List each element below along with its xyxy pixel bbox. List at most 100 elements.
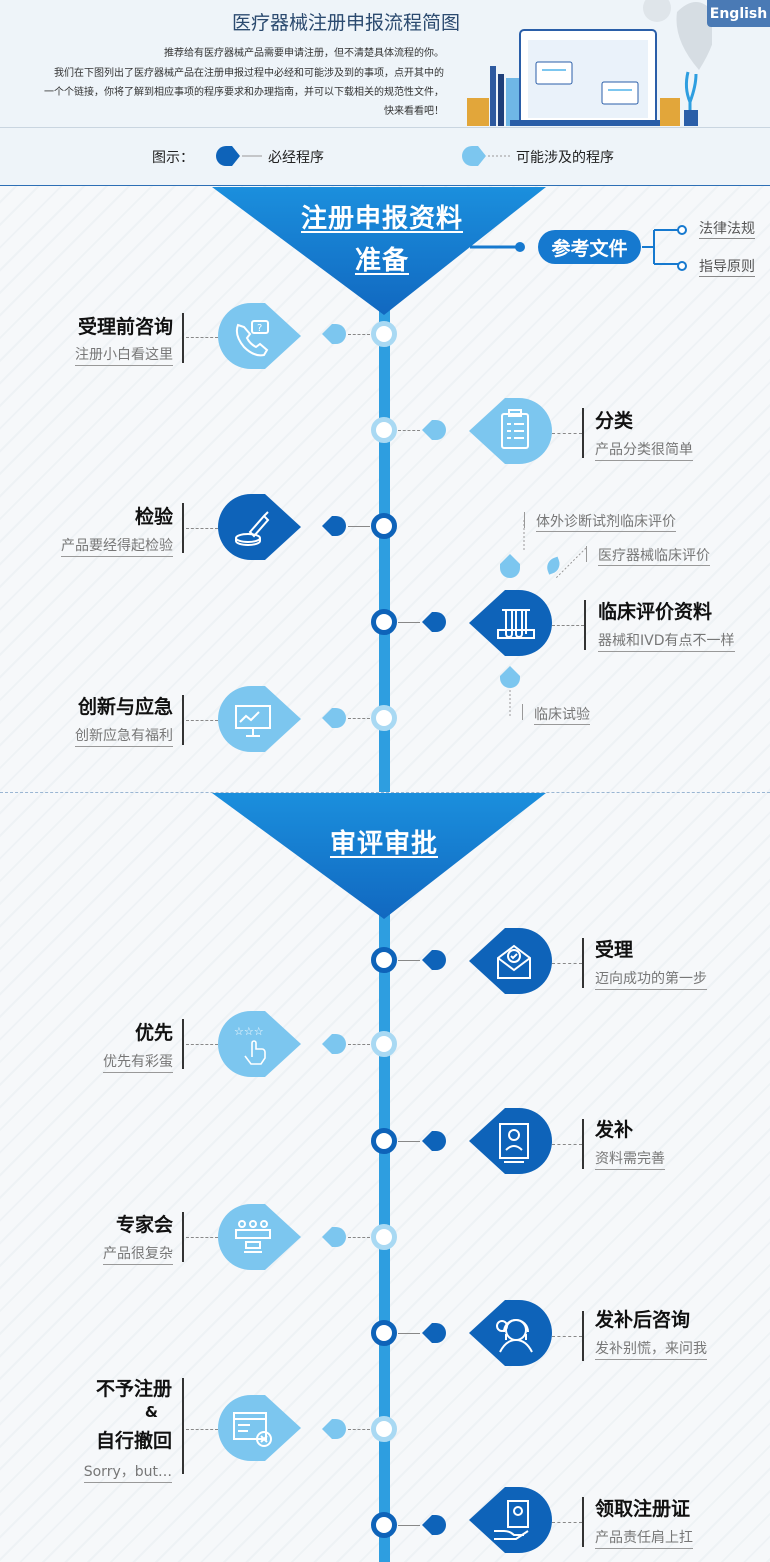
timeline-node (371, 947, 397, 973)
connector-line (348, 526, 370, 527)
required-small-drop (422, 1131, 446, 1151)
timeline-node (371, 1128, 397, 1154)
item-classification-sub[interactable]: 产品分类很简单 (595, 439, 693, 461)
connector-line (186, 337, 218, 338)
envelope-check-icon (497, 944, 531, 979)
connector-line (186, 1429, 218, 1430)
clinical-trial-connector (500, 666, 520, 716)
section1-banner (212, 187, 546, 315)
connector-line (186, 1237, 218, 1238)
item-reject-sub[interactable]: Sorry，but… (83, 1461, 172, 1483)
stars-hand-icon: ☆☆☆ (234, 1025, 266, 1065)
required-small-drop (422, 1323, 446, 1343)
label-bar (182, 1378, 184, 1474)
presentation-screen-icon (235, 705, 271, 737)
item-expert-sub[interactable]: 产品很复杂 (103, 1243, 173, 1265)
reject-withdraw-drop[interactable] (218, 1395, 304, 1461)
item-supplement-title[interactable]: 发补 (595, 1119, 634, 1141)
section1-title[interactable]: 准备 (354, 246, 409, 276)
pipette-dish-icon (235, 511, 270, 546)
document-user-icon (499, 1123, 529, 1163)
item-innovation-sub[interactable]: 创新应急有福利 (75, 725, 173, 747)
timeline-node (371, 1512, 397, 1538)
acceptance-drop[interactable] (466, 928, 552, 994)
label-bar (582, 938, 584, 988)
timeline-node (371, 321, 397, 347)
timeline-node (371, 1031, 397, 1057)
required-small-drop (422, 612, 446, 632)
label-bar (582, 1119, 584, 1169)
reference-documents-button[interactable]: 参考文件 (538, 230, 641, 264)
item-acceptance-title[interactable]: 受理 (595, 939, 634, 961)
item-expert-title[interactable]: 专家会 (115, 1214, 173, 1236)
post-supplement-consult-drop[interactable] (466, 1300, 552, 1366)
item-priority-title[interactable]: 优先 (134, 1022, 173, 1044)
inspection-drop[interactable] (218, 494, 304, 560)
connector-line (398, 1141, 420, 1142)
timeline-node (371, 513, 397, 539)
connector-line (552, 1144, 582, 1145)
phone-question-icon: ? (235, 320, 269, 357)
item-pre-consult-title[interactable]: 受理前咨询 (77, 316, 173, 338)
english-language-button[interactable]: English (707, 0, 770, 27)
optional-small-drop (322, 1419, 346, 1439)
required-small-drop (422, 1515, 446, 1535)
item-inspection-sub[interactable]: 产品要经得起检验 (61, 535, 173, 557)
section-divider (0, 792, 770, 793)
test-tubes-icon (497, 609, 535, 639)
pre-consult-drop[interactable]: ? (218, 303, 304, 369)
section1-title[interactable]: 注册申报资料 (300, 204, 463, 234)
optional-drop-icon (462, 146, 510, 166)
priority-drop[interactable]: ☆☆☆ (218, 1011, 304, 1077)
item-clinical-sub[interactable]: 器械和IVD有点不一样 (598, 630, 735, 652)
timeline-node (371, 1416, 397, 1442)
connector-line (186, 528, 218, 529)
connector-line (552, 1522, 582, 1523)
item-post-consult-sub[interactable]: 发补别慌，来问我 (595, 1338, 707, 1360)
ivd-clinical-evaluation-link[interactable]: 体外诊断试剂临床评价 (536, 511, 676, 532)
section2-banner (212, 793, 546, 919)
connector-line (186, 720, 218, 721)
item-post-consult-title[interactable]: 发补后咨询 (595, 1309, 691, 1331)
legend-label: 图示： (152, 150, 194, 166)
item-classification-title[interactable]: 分类 (595, 410, 634, 432)
label-bar (182, 695, 184, 745)
label-bar (582, 408, 584, 458)
item-pre-consult-sub[interactable]: 注册小白看这里 (75, 344, 173, 366)
connector-line (348, 718, 370, 719)
item-priority-sub[interactable]: 优先有彩蛋 (103, 1051, 173, 1073)
timeline-node (371, 1320, 397, 1346)
label-bar (582, 1497, 584, 1547)
intro-line: 推荐给有医疗器械产品需要申请注册，但不清楚具体流程的你。 (164, 48, 444, 59)
item-supplement-sub[interactable]: 资料需完善 (595, 1148, 665, 1170)
expert-meeting-drop[interactable] (218, 1204, 304, 1270)
item-acceptance-sub[interactable]: 迈向成功的第一步 (595, 968, 707, 990)
clinical-trial-link[interactable]: 临床试验 (534, 704, 590, 725)
certificate-drop[interactable] (466, 1487, 552, 1553)
label-bar (182, 503, 184, 553)
laws-regulations-link[interactable]: 法律法规 (699, 218, 755, 239)
item-reject-title[interactable]: 不予注册 (95, 1378, 172, 1400)
section2-title[interactable]: 审评审批 (329, 829, 438, 859)
item-inspection-title[interactable]: 检验 (134, 506, 173, 528)
device-clinical-evaluation-link[interactable]: 医疗器械临床评价 (598, 545, 710, 566)
connector-line (552, 1336, 582, 1337)
guiding-principles-link[interactable]: 指导原则 (699, 256, 755, 277)
connector-line (552, 625, 584, 626)
legend: 图示： 必经程序 可能涉及的程序 (0, 128, 770, 186)
connector-line (552, 963, 582, 964)
intro-line: 快来看看吧！ (384, 106, 444, 117)
clinical-evaluation-drop[interactable] (466, 590, 552, 656)
connector-line (348, 1044, 370, 1045)
classification-drop[interactable] (466, 398, 552, 464)
innovation-emergency-drop[interactable] (218, 686, 304, 752)
item-certificate-sub[interactable]: 产品责任肩上扛 (595, 1527, 693, 1549)
supplement-drop[interactable] (466, 1108, 552, 1174)
item-certificate-title[interactable]: 领取注册证 (595, 1498, 691, 1520)
required-small-drop (422, 950, 446, 970)
label-bar (182, 1019, 184, 1069)
meeting-table-icon (235, 1220, 271, 1253)
item-clinical-title[interactable]: 临床评价资料 (598, 601, 713, 623)
item-withdraw-title[interactable]: 自行撤回 (95, 1430, 172, 1452)
item-innovation-title[interactable]: 创新与应急 (77, 696, 173, 718)
